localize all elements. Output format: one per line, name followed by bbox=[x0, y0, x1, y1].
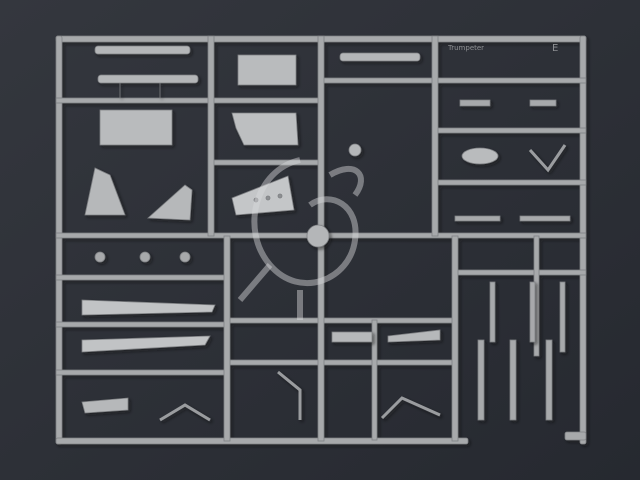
sprue-letter: E bbox=[552, 43, 558, 54]
dragon-icon bbox=[237, 157, 364, 320]
sprue-parts bbox=[81, 45, 571, 422]
sprue-brand-text: Trumpeter bbox=[447, 44, 484, 52]
